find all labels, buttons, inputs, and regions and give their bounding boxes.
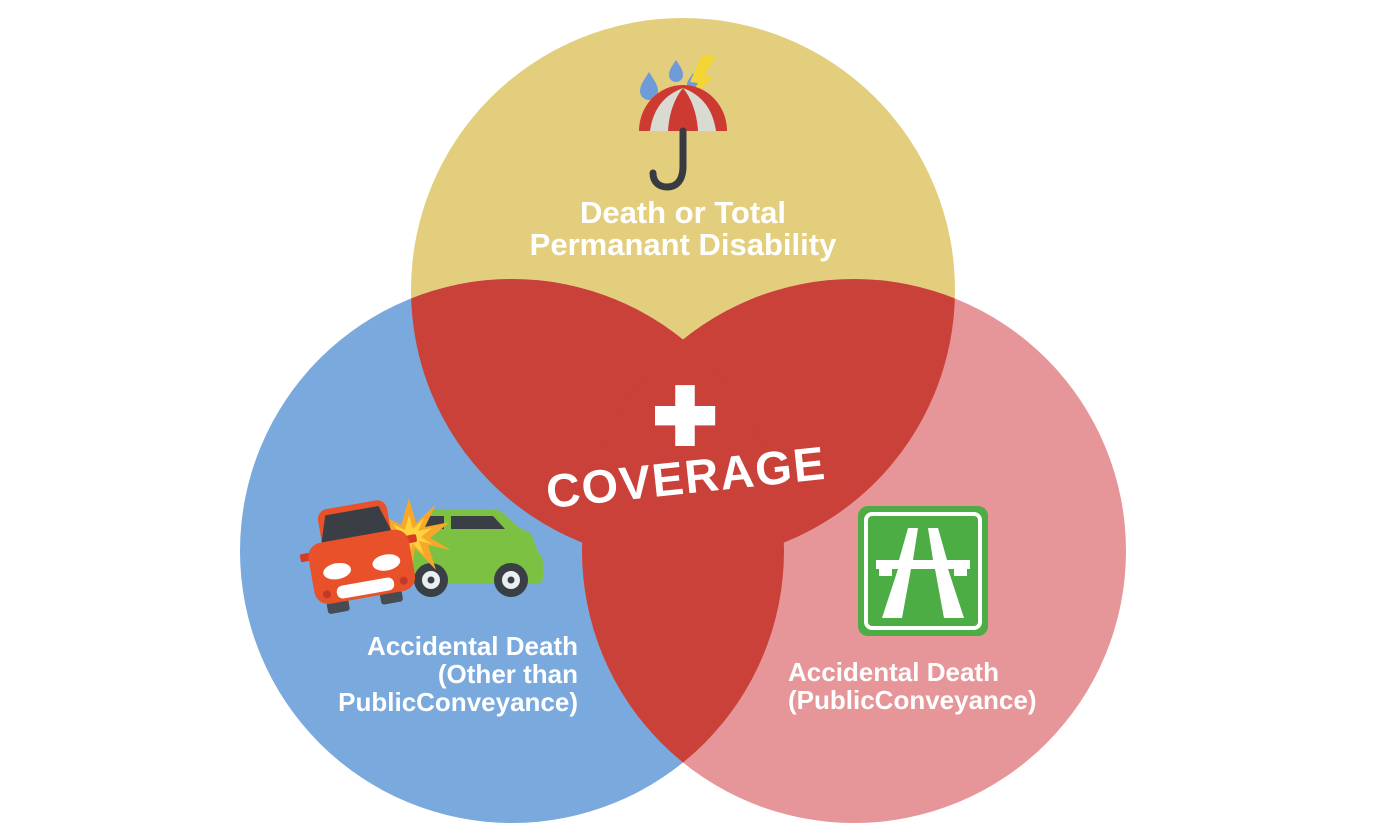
motorway-bridge bbox=[876, 560, 970, 569]
motorway-lane bbox=[935, 569, 964, 618]
umbrella-icon bbox=[639, 55, 727, 191]
right-circle-label: Accidental Death (PublicConveyance) bbox=[788, 658, 1037, 714]
motorway-sign-icon bbox=[858, 506, 988, 636]
umbrella-handle bbox=[649, 127, 687, 191]
umbrella-panel bbox=[650, 88, 683, 131]
top-circle-label-line1: Death or Total bbox=[579, 195, 787, 230]
motorway-lane bbox=[882, 569, 911, 618]
right-circle-label-line1: Accidental Death bbox=[788, 657, 999, 687]
overlap-left-right bbox=[582, 279, 784, 823]
bridge-foot bbox=[879, 569, 892, 576]
umbrella-panel bbox=[683, 88, 716, 131]
top-circle-label-line2: Permanant Disability bbox=[529, 227, 837, 262]
right-circle-label-line2: (PublicConveyance) bbox=[788, 685, 1037, 715]
motorway-lane bbox=[928, 528, 947, 560]
left-circle-label-line1: Accidental Death bbox=[367, 631, 578, 661]
left-circle-label-line2: (Other than bbox=[437, 659, 578, 689]
bridge-foot bbox=[954, 569, 967, 576]
overlap-bottom-group bbox=[582, 279, 784, 823]
plus-sign: + bbox=[651, 356, 720, 473]
left-circle-label-line3: PublicConveyance) bbox=[338, 687, 578, 717]
raindrop-icon bbox=[669, 60, 683, 82]
top-circle-label: Death or Total Permanant Disability bbox=[530, 197, 837, 261]
left-circle-label: Accidental Death (Other than PublicConve… bbox=[338, 632, 578, 716]
orange-car bbox=[299, 500, 417, 614]
motorway-lane bbox=[899, 528, 918, 560]
car-crash-icon bbox=[299, 498, 543, 614]
raindrop-icon bbox=[640, 72, 658, 100]
